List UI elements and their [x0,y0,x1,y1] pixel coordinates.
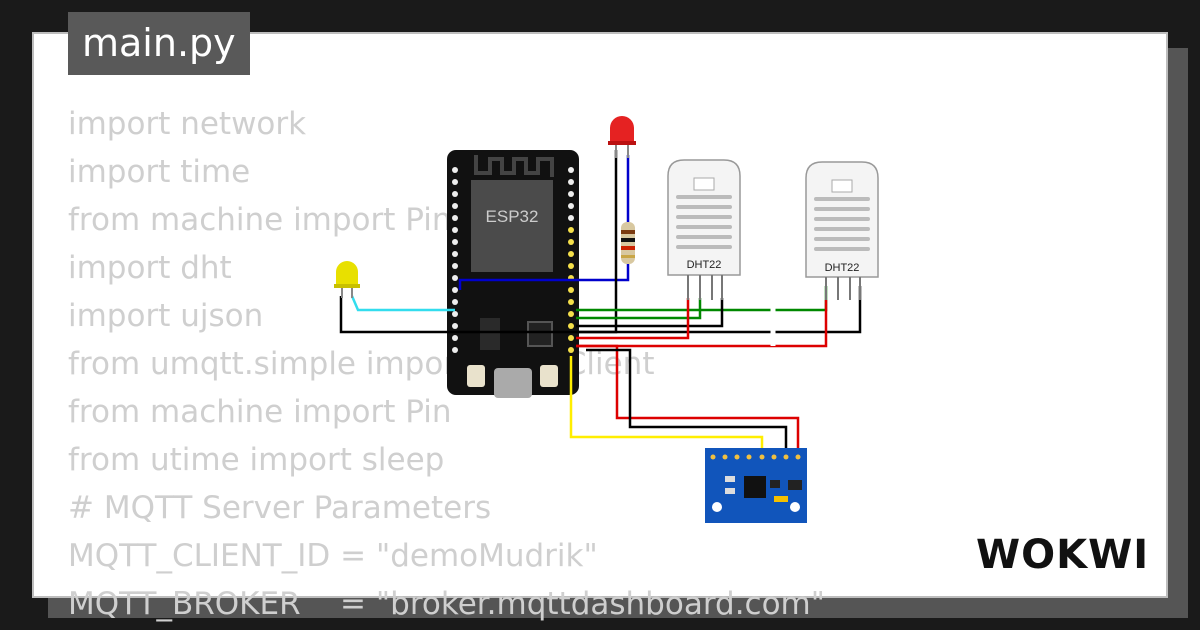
wires [339,150,862,458]
black-wire-led [339,150,618,334]
imu-sensor-board[interactable] [705,448,807,523]
code-line: import ujson [68,298,264,334]
black-wire-imu [586,348,788,458]
code-line: MQTT_CLIENT_ID = "demoMudrik" [68,538,598,574]
dht22-sensor-2[interactable]: DHT22 [805,161,879,300]
brand-label: WOKWI [976,532,1148,576]
code-line: MQTT_BROKER = "broker.mqttdashboard.com" [68,586,826,622]
black-wire-sensor2 [576,286,862,334]
resistor[interactable] [621,222,635,264]
dht22-sensor-1[interactable]: DHT22 [667,159,741,300]
preview-frame [32,32,1168,598]
code-line: from utime import sleep [68,442,445,478]
red-wire-sensor2 [576,300,828,348]
blue-wire [458,262,630,290]
code-line: import dht [68,250,232,286]
red-wire-sensor1 [576,298,690,340]
yellow-led[interactable] [334,261,360,298]
green-wire-sensor1 [576,298,702,320]
code-line: from machine import Pin [68,394,452,430]
cyan-wire [350,295,455,312]
red-led[interactable] [608,116,636,158]
red-wire-imu [576,344,800,458]
file-name-label: main.py [82,21,236,65]
code-line: import time [68,154,251,190]
file-name-tab[interactable]: main.py [68,12,250,75]
code-line: from machine import Pin [68,202,452,238]
dht22-label-1: DHT22 [687,259,722,271]
black-wire-sensor1 [576,298,724,328]
code-line: import network [68,106,307,142]
wokwi-logo: WOKWI [976,532,1148,576]
dht22-label-2: DHT22 [825,262,860,274]
code-line: # MQTT Server Parameters [68,490,492,526]
code-preview: import network import time from machine … [68,100,825,628]
board-label: ESP32 [486,207,539,226]
yellow-wire-imu [569,356,764,458]
esp32-board[interactable]: ESP32 [447,150,579,398]
